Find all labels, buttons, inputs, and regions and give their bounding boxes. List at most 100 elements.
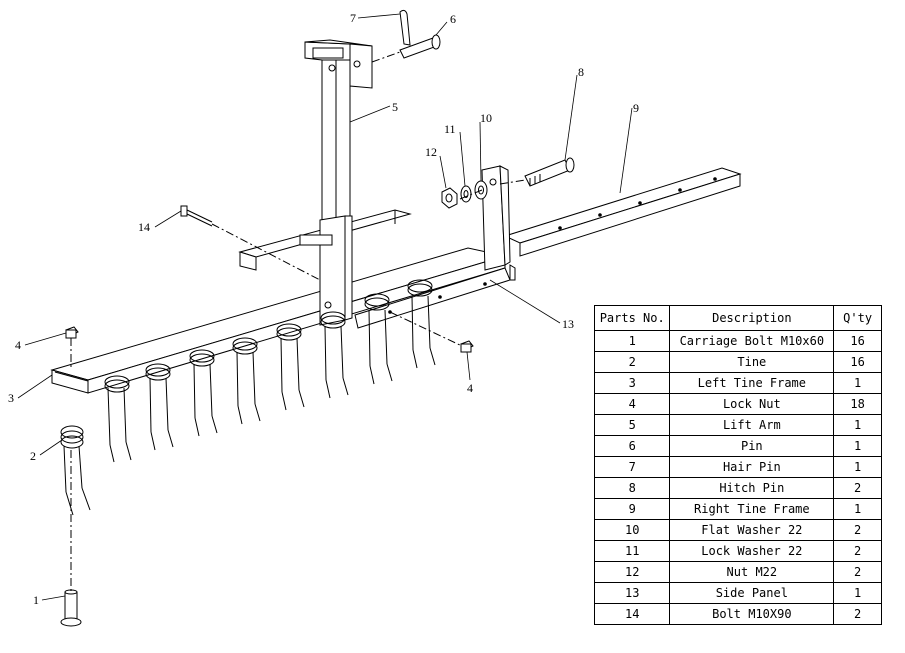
cell-quantity: 2	[833, 603, 882, 625]
cell-part-no: 11	[593, 540, 671, 562]
cell-part-no: 4	[593, 393, 671, 415]
tine	[407, 279, 436, 369]
callout-5: 5	[392, 100, 398, 114]
cell-description: Lift Arm	[669, 414, 835, 436]
cell-description: Right Tine Frame	[669, 498, 835, 520]
callout-13: 13	[562, 317, 574, 331]
cell-quantity: 2	[833, 540, 882, 562]
cell-quantity: 1	[833, 414, 882, 436]
nut-m22	[441, 187, 458, 209]
table-header-row: Parts No. Description Q'ty	[593, 305, 882, 331]
hitch-pin	[524, 157, 575, 187]
right-tine-frame	[503, 167, 742, 257]
tine	[189, 349, 218, 437]
cell-part-no: 8	[593, 477, 671, 499]
cell-quantity: 1	[833, 372, 882, 394]
lock-washer	[460, 185, 472, 203]
cell-quantity: 18	[833, 393, 882, 415]
center-mount-plate	[299, 215, 353, 326]
callout-1: 1	[33, 593, 39, 607]
cell-quantity: 2	[833, 561, 882, 583]
tine	[145, 363, 174, 451]
cell-quantity: 2	[833, 519, 882, 541]
header-description: Description	[669, 305, 835, 331]
cell-part-no: 1	[593, 330, 671, 352]
cell-part-no: 13	[593, 582, 671, 604]
carriage-bolt	[60, 589, 82, 627]
cell-description: Lock Washer 22	[669, 540, 835, 562]
cell-description: Flat Washer 22	[669, 519, 835, 541]
hair-pin	[399, 9, 411, 46]
callout-8: 8	[578, 65, 584, 79]
cell-description: Pin	[669, 435, 835, 457]
callout-3: 3	[8, 391, 14, 405]
lock-nut-right	[460, 340, 474, 353]
cell-quantity: 2	[833, 477, 882, 499]
cell-description: Hitch Pin	[669, 477, 835, 499]
right-mount-plate	[481, 165, 511, 271]
pin	[399, 34, 441, 59]
cell-quantity: 1	[833, 435, 882, 457]
bolt-m10x90	[180, 205, 213, 227]
cell-description: Tine	[669, 351, 835, 373]
tine-row	[104, 279, 436, 463]
side-panel	[354, 264, 516, 329]
tine	[320, 311, 349, 399]
exploded-tine	[60, 425, 91, 516]
cell-quantity: 16	[833, 330, 882, 352]
cell-part-no: 9	[593, 498, 671, 520]
lock-nut-left	[65, 326, 79, 339]
callout-11: 11	[444, 122, 456, 136]
leader-lines	[17, 13, 633, 601]
callout-7: 7	[350, 11, 356, 25]
cell-description: Lock Nut	[669, 393, 835, 415]
cell-quantity: 1	[833, 498, 882, 520]
cell-part-no: 7	[593, 456, 671, 478]
tine	[232, 337, 261, 425]
callout-labels: 1 2 3 4 4 5 6 7 8 9 10 11 12 13 14	[8, 11, 639, 607]
assembly-axis-lines	[70, 51, 526, 592]
cell-description: Left Tine Frame	[669, 372, 835, 394]
cell-part-no: 3	[593, 372, 671, 394]
callout-2: 2	[30, 449, 36, 463]
cell-description: Nut M22	[669, 561, 835, 583]
callout-4-right: 4	[467, 381, 473, 395]
cell-part-no: 14	[593, 603, 671, 625]
cell-quantity: 1	[833, 582, 882, 604]
cell-part-no: 6	[593, 435, 671, 457]
cell-description: Side Panel	[669, 582, 835, 604]
callout-12: 12	[425, 145, 437, 159]
cell-description: Hair Pin	[669, 456, 835, 478]
callout-14: 14	[138, 220, 150, 234]
cell-part-no: 12	[593, 561, 671, 583]
cell-quantity: 16	[833, 351, 882, 373]
left-tine-frame	[50, 247, 506, 394]
cell-description: Bolt M10X90	[669, 603, 835, 625]
tine	[364, 293, 393, 385]
cell-quantity: 1	[833, 456, 882, 478]
callout-6: 6	[450, 12, 456, 26]
tine	[276, 323, 305, 411]
callout-4-left: 4	[15, 338, 21, 352]
cell-description: Carriage Bolt M10x60	[669, 330, 835, 352]
header-quantity: Q'ty	[833, 305, 882, 331]
header-parts-no: Parts No.	[593, 305, 671, 331]
tine	[104, 375, 132, 463]
